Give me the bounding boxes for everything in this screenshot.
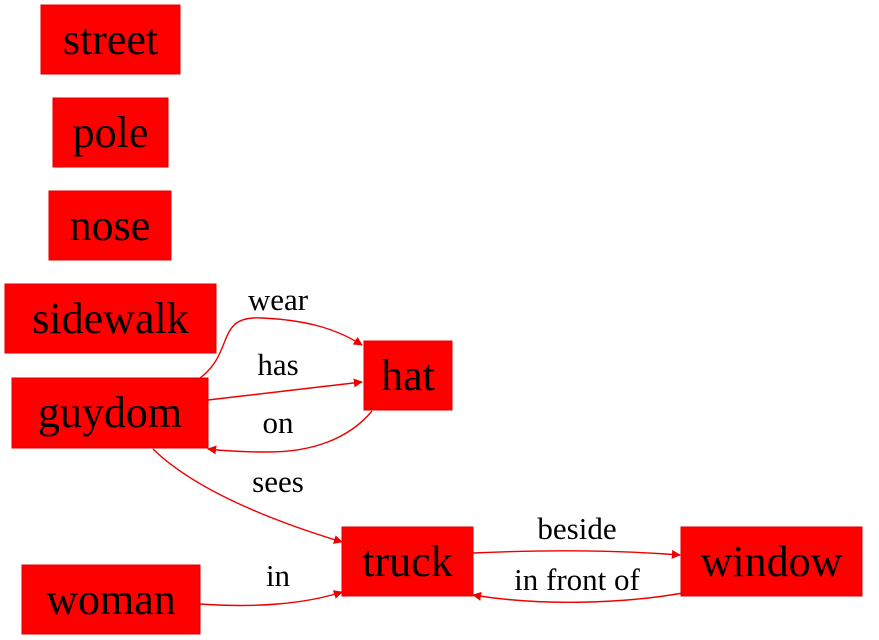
edge-guydom-sees-truck: [152, 448, 343, 544]
node-street: street: [40, 4, 181, 75]
edge-window-in-front-of-truck: [472, 591, 684, 604]
edge-path-on: [207, 410, 373, 455]
edge-label-sees: sees: [252, 464, 304, 499]
edge-path-sees: [152, 448, 343, 544]
edge-path-in-front-of: [472, 591, 684, 604]
node-label-guydom: guydom: [38, 388, 182, 437]
edge-path-wear: [199, 317, 363, 379]
node-woman: woman: [21, 564, 201, 635]
node-label-nose: nose: [70, 201, 151, 250]
node-window: window: [680, 526, 863, 597]
edge-label-in: in: [266, 558, 291, 593]
edge-path-beside: [472, 549, 681, 559]
edge-label-wear: wear: [248, 282, 309, 317]
node-sidewalk: sidewalk: [4, 283, 217, 354]
node-guydom: guydom: [11, 377, 209, 449]
edge-guydom-wear-hat: [199, 317, 363, 379]
node-label-sidewalk: sidewalk: [32, 294, 188, 343]
node-truck: truck: [341, 526, 474, 597]
edge-path-in: [199, 590, 343, 607]
edge-label-has: has: [257, 347, 298, 382]
edge-woman-in-truck: [199, 590, 343, 607]
node-label-truck: truck: [362, 537, 452, 586]
node-label-woman: woman: [46, 575, 176, 624]
node-nose: nose: [48, 190, 172, 261]
edge-path-has: [207, 378, 363, 401]
edge-label-beside: beside: [537, 511, 616, 546]
edge-guydom-has-hat: [207, 378, 363, 401]
node-label-street: street: [63, 15, 158, 64]
node-label-hat: hat: [381, 351, 435, 400]
edge-label-on: on: [263, 405, 295, 440]
node-label-pole: pole: [73, 108, 149, 157]
node-pole: pole: [52, 97, 169, 168]
node-hat: hat: [363, 340, 453, 411]
edge-truck-beside-window: [472, 549, 681, 559]
node-label-window: window: [701, 537, 843, 586]
edge-hat-on-guydom: [207, 410, 373, 455]
edge-label-in-front-of: in front of: [514, 562, 640, 597]
